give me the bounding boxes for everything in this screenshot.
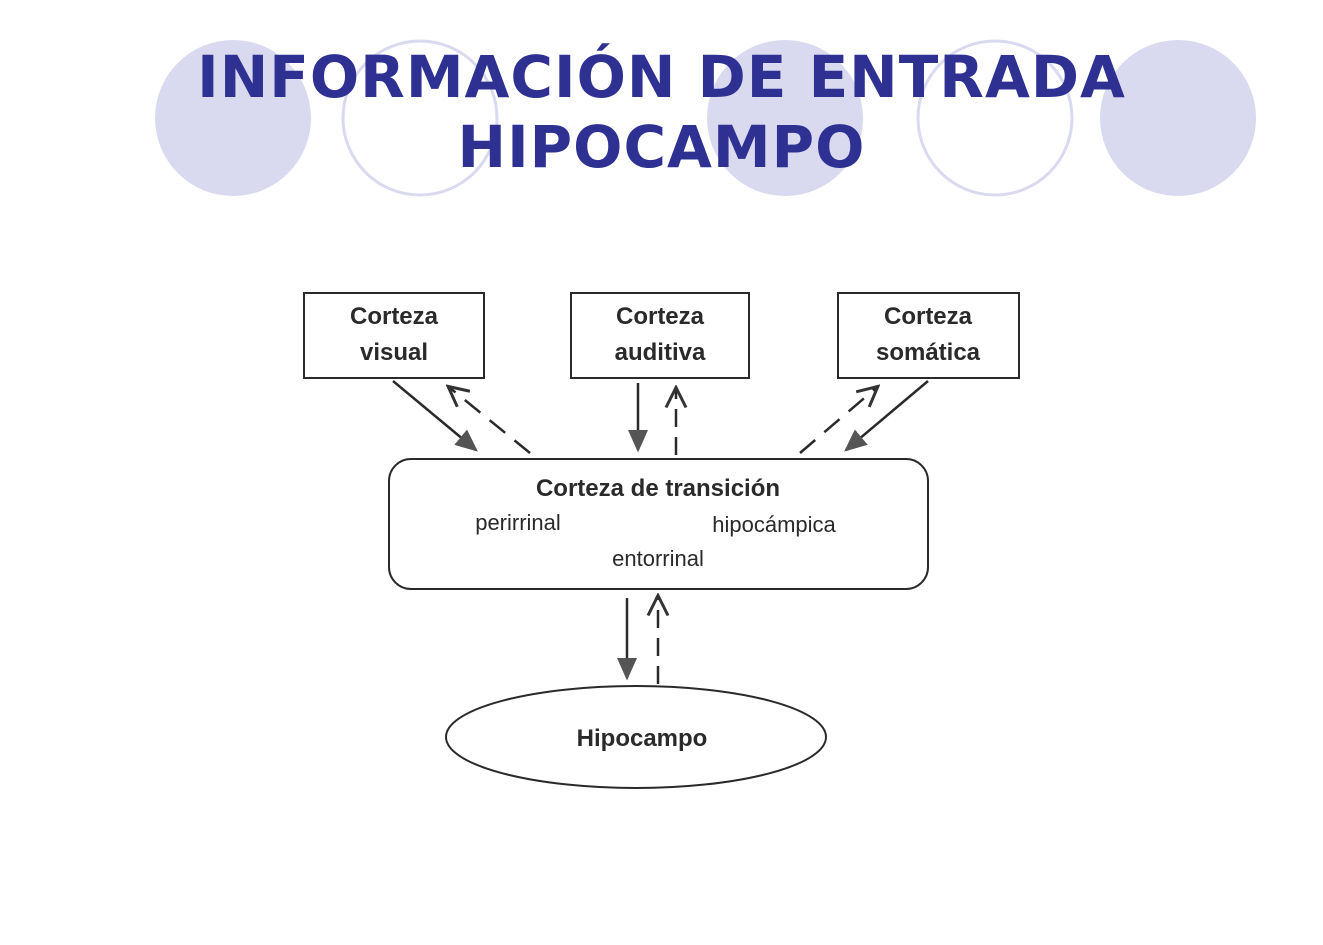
arrow-transition-to-visual — [450, 388, 531, 454]
box-auditory-line2: auditiva — [615, 339, 706, 366]
deco-circle-filled — [155, 40, 311, 196]
box-somatic-line1: Corteza — [884, 303, 973, 330]
box-somatic-line2: somática — [876, 339, 981, 366]
box-auditory-cortex: Corteza auditiva — [570, 292, 750, 379]
hippocampus-label: Hipocampo — [577, 725, 708, 752]
slide-title: INFORMACIÓN DE ENTRADA HIPOCAMPO — [0, 42, 1323, 182]
transition-hipocampica: hipocámpica — [712, 512, 836, 537]
transition-entorrinal: entorrinal — [612, 546, 704, 571]
title-line-1: INFORMACIÓN DE ENTRADA — [197, 43, 1126, 111]
deco-circle-filled — [707, 40, 863, 196]
transition-title: Corteza de transición — [536, 475, 780, 502]
title-line-2: HIPOCAMPO — [457, 113, 866, 181]
transition-perirrinal: perirrinal — [475, 510, 561, 535]
box-visual-cortex: Corteza visual — [303, 292, 485, 379]
arrow-transition-to-somatic — [799, 388, 876, 454]
arrow-somatic-to-transition — [844, 380, 929, 452]
box-auditory-line1: Corteza — [616, 303, 705, 330]
deco-circle-outline — [341, 39, 499, 197]
box-visual-line1: Corteza — [350, 303, 439, 330]
deco-circle-filled — [1100, 40, 1256, 196]
box-somatic-cortex: Corteza somática — [837, 292, 1020, 379]
ellipse-hippocampus: Hipocampo — [445, 685, 827, 789]
box-visual-line2: visual — [360, 339, 428, 366]
arrow-visual-to-transition — [392, 380, 478, 452]
deco-circle-outline — [916, 39, 1074, 197]
box-transition-cortex: Corteza de transición perirrinal hipocám… — [388, 458, 929, 590]
